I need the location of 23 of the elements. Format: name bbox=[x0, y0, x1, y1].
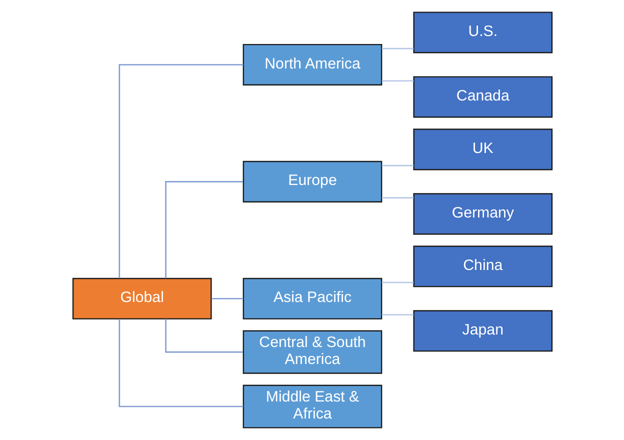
connector bbox=[381, 164, 414, 166]
connector bbox=[210, 298, 243, 300]
node-box: Central & South America bbox=[242, 330, 382, 374]
connector bbox=[381, 80, 414, 82]
node-box: Middle East & Africa bbox=[242, 384, 382, 428]
node-box: Asia Pacific bbox=[242, 278, 382, 320]
connector bbox=[381, 197, 414, 198]
connector bbox=[164, 181, 242, 278]
node-box: UK bbox=[412, 128, 552, 170]
node-box: Japan bbox=[412, 310, 552, 352]
connector bbox=[164, 318, 242, 353]
connector bbox=[381, 48, 414, 50]
node-box: Global bbox=[72, 278, 212, 320]
node-box: Germany bbox=[412, 193, 552, 235]
connector bbox=[381, 282, 414, 284]
node-box: China bbox=[412, 246, 552, 288]
connector bbox=[118, 318, 243, 408]
node-box: North America bbox=[242, 44, 382, 86]
node-box: Europe bbox=[242, 160, 382, 202]
node-box: U.S. bbox=[412, 12, 552, 54]
node-box: Canada bbox=[412, 76, 552, 118]
connector bbox=[381, 314, 414, 316]
connector bbox=[118, 64, 243, 278]
